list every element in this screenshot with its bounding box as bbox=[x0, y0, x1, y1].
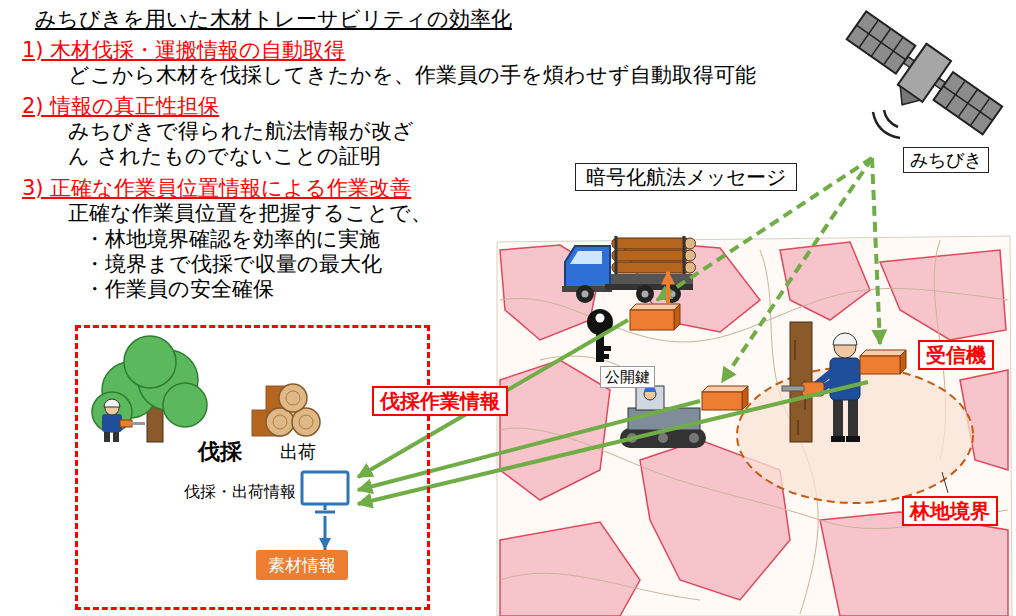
gnss-receiver bbox=[860, 350, 906, 374]
satellite-icon bbox=[834, 5, 1007, 153]
point-heading: 3) 正確な作業員位置情報による作業改善 bbox=[22, 176, 411, 201]
gnss-receiver bbox=[630, 304, 680, 330]
node-text: 伐採作業情報 bbox=[380, 388, 500, 414]
node-text: 暗号化航法メッセージ bbox=[586, 164, 786, 190]
node-text: 素材情報 bbox=[268, 553, 336, 577]
forest-map bbox=[497, 236, 1012, 616]
bullet-item: ・境界まで伐採で収量の最大化 bbox=[84, 252, 382, 277]
node-text: 林地境界 bbox=[910, 498, 990, 524]
navigation-signal-arrows bbox=[657, 158, 880, 382]
standing-tree bbox=[92, 336, 207, 442]
point-body: みちびきで得られた航法情報が改ざん されたものでないことの証明 bbox=[68, 119, 433, 169]
monitor-drawing bbox=[300, 470, 350, 516]
point-body: 正確な作業員位置を把握することで、 bbox=[68, 201, 432, 226]
monitor-icon: 伐採・出荷情報 bbox=[300, 470, 350, 516]
contour-lines bbox=[500, 240, 1008, 614]
message-label: 暗号化航法メッセージ bbox=[575, 163, 797, 191]
output-box: 素材情報 bbox=[256, 550, 348, 580]
point-heading: 1) 木材伐採・運搬情報の自動取得 bbox=[22, 38, 345, 63]
diagram-title: みちびきを用いた木材トレーサビリティの効率化 bbox=[35, 6, 512, 32]
boundary-label: 林地境界 bbox=[902, 496, 998, 526]
receiver-label: 受信機 bbox=[918, 340, 994, 370]
key-label: 公開鍵 bbox=[600, 366, 655, 388]
bullet-item: ・林地境界確認を効率的に実施 bbox=[84, 227, 380, 252]
leader-line bbox=[942, 472, 948, 493]
point-body: どこから木材を伐採してきたかを、作業員の手を煩わせず自動取得可能 bbox=[68, 63, 756, 88]
satellite-label: みちびき bbox=[903, 147, 989, 173]
monitor-label: 伐採・出荷情報 bbox=[184, 482, 296, 502]
bullet-item: ・作業員の安全確保 bbox=[84, 277, 274, 302]
flow-arrow bbox=[324, 516, 327, 550]
gnss-receiver bbox=[702, 386, 748, 410]
small-worker bbox=[102, 399, 145, 442]
node-text: 受信機 bbox=[926, 342, 986, 368]
area-label: 伐採 bbox=[198, 438, 242, 466]
loading-arrow bbox=[666, 272, 670, 303]
log-truck bbox=[562, 236, 696, 303]
log-pile bbox=[252, 384, 320, 436]
work-data-arrows bbox=[358, 320, 868, 504]
area-label: 出荷 bbox=[280, 440, 316, 464]
node-text: みちびき bbox=[910, 148, 982, 172]
point-heading: 2) 情報の真正性担保 bbox=[22, 94, 219, 119]
data-flow-label: 伐採作業情報 bbox=[372, 386, 508, 416]
forest-parcels bbox=[500, 240, 1008, 616]
work-area: 伐採 出荷伐採・出荷情報素材情報 bbox=[75, 325, 430, 610]
signal-waves bbox=[873, 110, 900, 138]
